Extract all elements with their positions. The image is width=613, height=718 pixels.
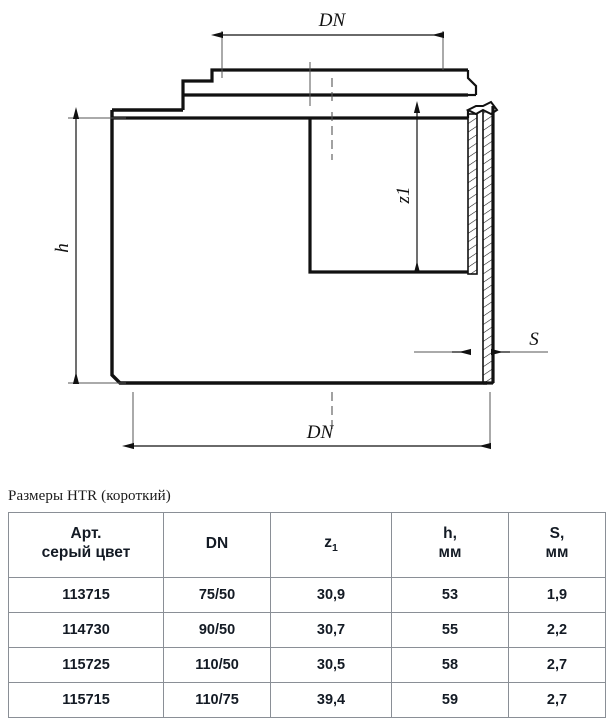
cell-s: 2,2 bbox=[508, 612, 606, 648]
column-header-s: S, мм bbox=[508, 512, 606, 578]
table-row: 113715 75/50 30,9 53 1,9 bbox=[8, 577, 606, 613]
extension-lines bbox=[68, 31, 548, 448]
fitting-section-drawing: DN DN h z1 S bbox=[52, 10, 548, 450]
column-header-s-line2: мм bbox=[545, 544, 569, 561]
column-header-z1: z1 bbox=[270, 512, 392, 578]
column-header-art-line2: серый цвет bbox=[41, 544, 131, 561]
cell-s: 2,7 bbox=[508, 682, 606, 718]
dimension-dn-bottom: DN bbox=[122, 422, 491, 450]
cell-h: 55 bbox=[391, 612, 509, 648]
cell-dn: 110/75 bbox=[163, 682, 271, 718]
h-label: h bbox=[52, 243, 73, 253]
table-row: 114730 90/50 30,7 55 2,2 bbox=[8, 612, 606, 648]
dimension-h: h bbox=[52, 107, 80, 384]
column-header-z1-line1: z bbox=[324, 533, 332, 551]
column-header-art: Арт. серый цвет bbox=[8, 512, 164, 578]
table-row: 115725 110/50 30,5 58 2,7 bbox=[8, 647, 606, 683]
dimensions-table-section: Размеры HTR (короткий) Арт. серый цвет D… bbox=[0, 488, 613, 718]
cell-z1: 30,5 bbox=[270, 647, 392, 683]
column-header-h-line2: мм bbox=[438, 544, 462, 561]
inner-chamber-outline bbox=[308, 118, 468, 274]
table-row: 115715 110/75 39,4 59 2,7 bbox=[8, 682, 606, 718]
cell-art: 115725 bbox=[8, 647, 164, 683]
table-title: Размеры HTR (короткий) bbox=[8, 488, 171, 504]
dimensions-table: Арт. серый цвет DN z1 h, мм S, мм bbox=[8, 512, 606, 718]
cell-art: 113715 bbox=[8, 577, 164, 613]
z1-label: z1 bbox=[393, 187, 414, 205]
cell-dn: 75/50 bbox=[163, 577, 271, 613]
cell-s: 1,9 bbox=[508, 577, 606, 613]
column-header-dn-line1: DN bbox=[205, 534, 229, 552]
body-outline bbox=[110, 108, 487, 385]
cell-art: 114730 bbox=[8, 612, 164, 648]
outer-wall-edge bbox=[483, 106, 495, 385]
column-header-h: h, мм bbox=[391, 512, 509, 578]
column-header-h-line1: h, bbox=[443, 525, 457, 543]
cell-h: 53 bbox=[391, 577, 509, 613]
column-header-z1-subscript: 1 bbox=[331, 541, 338, 554]
column-header-dn: DN bbox=[163, 512, 271, 578]
cell-z1: 30,7 bbox=[270, 612, 392, 648]
cell-art: 115715 bbox=[8, 682, 164, 718]
s-label: S bbox=[529, 329, 539, 350]
dimension-dn-top: DN bbox=[211, 10, 444, 39]
dimension-z1: z1 bbox=[393, 101, 421, 273]
cell-h: 59 bbox=[391, 682, 509, 718]
table-header-row: Арт. серый цвет DN z1 h, мм S, мм bbox=[8, 512, 606, 578]
socket-step-profile bbox=[112, 68, 468, 120]
cell-z1: 39,4 bbox=[270, 682, 392, 718]
cell-z1: 30,9 bbox=[270, 577, 392, 613]
column-header-s-line1: S, bbox=[549, 525, 565, 543]
dimension-s: S bbox=[452, 329, 539, 356]
technical-drawing: DN DN h z1 S bbox=[52, 10, 548, 450]
column-header-art-line1: Арт. bbox=[70, 525, 102, 543]
cell-s: 2,7 bbox=[508, 647, 606, 683]
cell-dn: 90/50 bbox=[163, 612, 271, 648]
cell-h: 58 bbox=[391, 647, 509, 683]
cell-dn: 110/50 bbox=[163, 647, 271, 683]
dn-top-label: DN bbox=[318, 10, 347, 31]
dn-bottom-label: DN bbox=[306, 422, 335, 443]
